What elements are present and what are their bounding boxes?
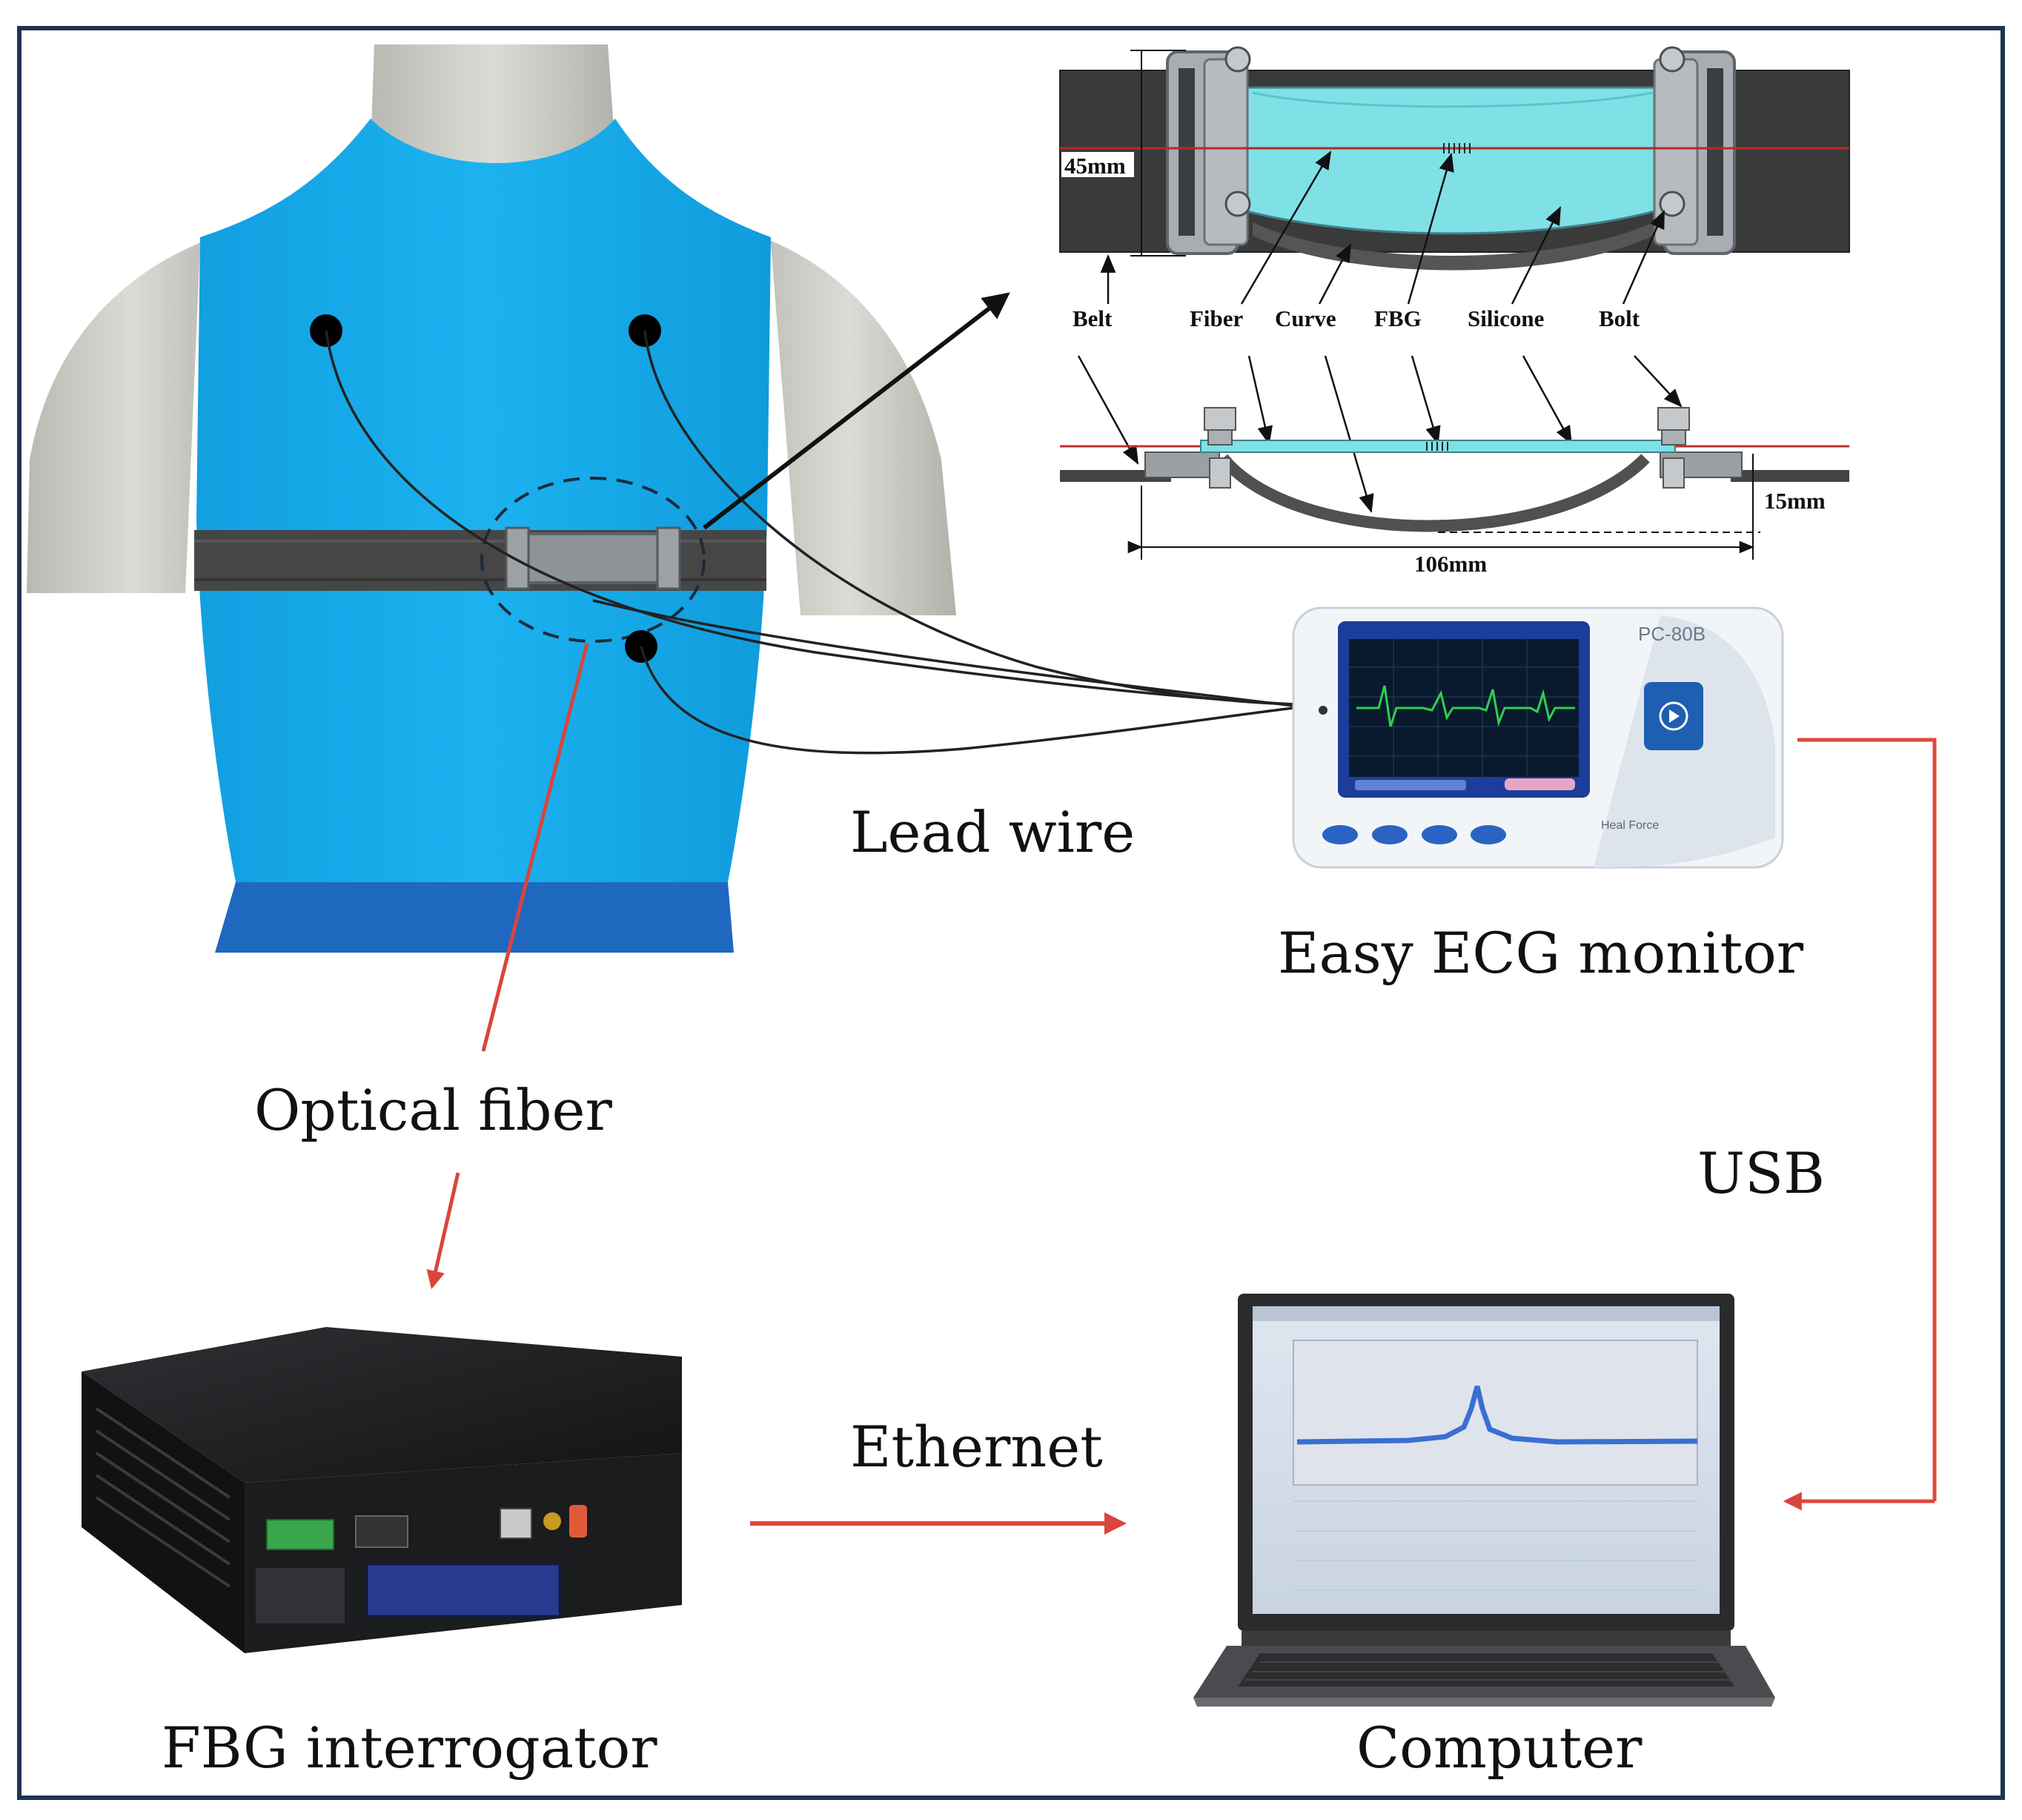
neck (371, 44, 615, 182)
fiber-line (481, 643, 589, 1052)
sensor-highlight-circle (480, 477, 706, 643)
label-usb: USB (1697, 1140, 1825, 1206)
left-arm (27, 230, 237, 593)
interrogator-display (365, 1563, 561, 1618)
label-dim-length: 106mm (1414, 551, 1488, 577)
laptop-device (1193, 1294, 1775, 1707)
right-arm (741, 230, 956, 615)
fbg-interrogator-device (82, 1327, 682, 1653)
figure-frame (17, 26, 2005, 1800)
usb-connector-line (1797, 738, 1937, 1501)
fiber-arrow (426, 1172, 460, 1290)
label-computer: Computer (1356, 1715, 1643, 1781)
lead-wires (325, 330, 1294, 755)
ecg-trace (1356, 685, 1575, 727)
label-belt: Belt (1073, 305, 1113, 331)
shorts (215, 882, 734, 953)
label-dim-height: 45mm (1064, 153, 1126, 179)
label-lead-wire: Lead wire (850, 799, 1136, 865)
sensor-side-view (1060, 407, 1849, 560)
label-bolt: Bolt (1599, 305, 1640, 331)
ecg-brand-label: Heal Force (1601, 819, 1660, 832)
label-easy-ecg: Easy ECG monitor (1278, 920, 1804, 986)
label-dim-depth: 15mm (1764, 488, 1826, 514)
label-fbg: FBG (1374, 305, 1422, 331)
label-optical-fiber: Optical fiber (254, 1077, 612, 1143)
sensor-top-view (1059, 46, 1850, 271)
ecg-monitor (1292, 606, 1784, 869)
label-fbg-interrogator: FBG interrogator (162, 1715, 657, 1781)
label-curve: Curve (1275, 305, 1336, 331)
label-silicone: Silicone (1468, 305, 1545, 331)
detail-arrow (703, 292, 1010, 530)
ecg-model-label: PC-80B (1638, 623, 1706, 645)
torso-illustration (27, 44, 956, 953)
sensor-buckle (510, 532, 676, 584)
label-ethernet: Ethernet (850, 1414, 1103, 1480)
spectrum-trace (1296, 1386, 1698, 1445)
label-fiber: Fiber (1190, 305, 1244, 331)
vest (196, 119, 771, 890)
